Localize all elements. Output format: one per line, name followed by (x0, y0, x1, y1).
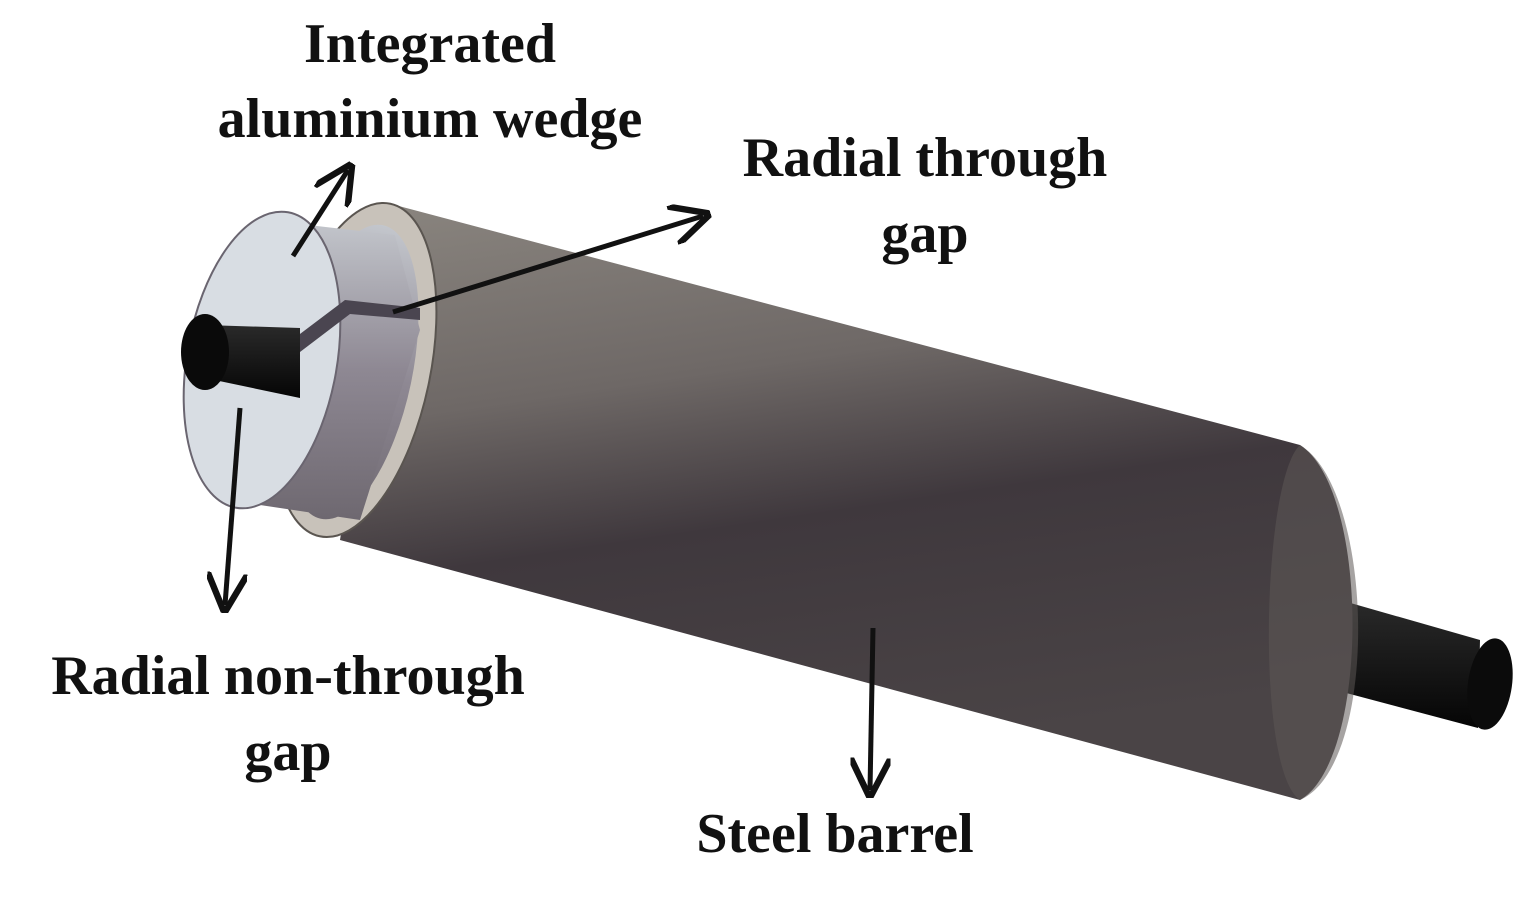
barrel-arrow (870, 627, 873, 790)
non-through-gap-arrow (225, 407, 240, 605)
wedge-label-line1: Integrated (304, 13, 556, 75)
wedge-arrow (290, 170, 348, 258)
through-gap-label-line1: Radial through (743, 127, 1108, 189)
front-shaft (181, 314, 300, 398)
non-through-gap-label-line1: Radial non-through (51, 645, 525, 707)
labels: Integrated aluminium wedge Radial throug… (51, 13, 1107, 865)
through-gap-arrow (392, 216, 703, 315)
non-through-gap-label-line2: gap (244, 721, 331, 783)
wedge-label-line2: aluminium wedge (218, 88, 643, 150)
steel-barrel (340, 205, 1359, 800)
rear-shaft (1335, 600, 1513, 730)
leader-arrows (225, 170, 873, 790)
barrel-label: Steel barrel (696, 803, 973, 865)
through-gap-label-line2: gap (881, 203, 968, 265)
